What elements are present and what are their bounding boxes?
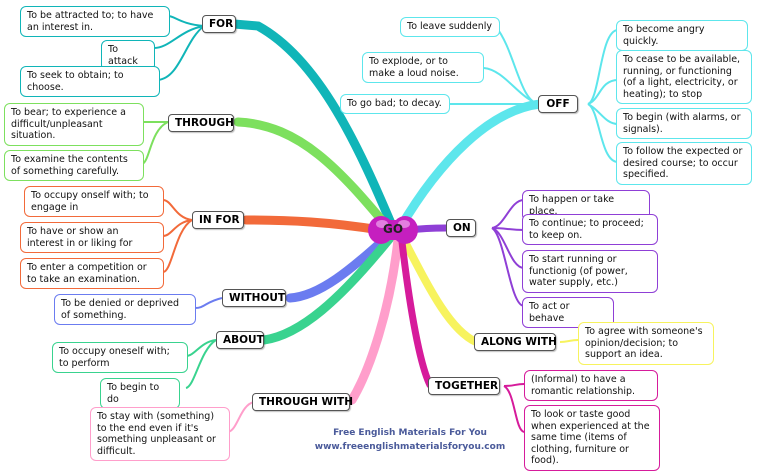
def-through-1: To bear; to experience a difficult/unple…	[4, 103, 144, 146]
def-in-for-1: To occupy onself with; to engage in	[24, 186, 164, 217]
kw-for: FOR	[202, 15, 236, 33]
def-about-1: To occupy oneself with; to perform	[52, 342, 188, 373]
kw-along-with: ALONG WITH	[474, 333, 557, 351]
def-together-1: (Informal) to have a romantic relationsh…	[524, 370, 658, 401]
def-about-2: To begin to do	[100, 378, 180, 409]
kw-through: THROUGH	[168, 114, 234, 132]
branch-without	[285, 231, 393, 303]
def-for-2: To attack	[101, 40, 155, 71]
def-in-for-3: To enter a competition or to take an exa…	[20, 258, 164, 289]
kw-on: ON	[446, 219, 476, 237]
branch-along-with	[400, 236, 480, 346]
kw-in-for: IN FOR	[192, 211, 244, 229]
branch-about	[259, 233, 395, 345]
def-in-for-2: To have or show an interest in or liking…	[20, 222, 164, 253]
branch-off	[395, 99, 545, 233]
def-off-1: To leave suddenly	[400, 17, 500, 37]
branch-for	[229, 19, 398, 233]
def-through-2: To examine the contents of something car…	[4, 150, 144, 181]
kw-together: TOGETHER	[428, 377, 500, 395]
branch-through	[233, 117, 395, 235]
def-along-with-1: To agree with someone's opinion/decision…	[578, 322, 714, 365]
def-off-2: To explode, or to make a loud noise.	[362, 52, 484, 83]
def-without-1: To be denied or deprived of something.	[54, 294, 196, 325]
center-label: GO	[382, 222, 404, 236]
def-off-3: To go bad; to decay.	[340, 94, 450, 114]
center-node: GO	[368, 214, 418, 246]
branch-together	[398, 238, 434, 389]
footer-url: www.freeenglishmaterialsforyou.com	[314, 442, 506, 452]
def-off-5: To cease to be available, running, or fu…	[616, 50, 752, 104]
def-on-2: To continue; to proceed; to keep on.	[522, 214, 658, 245]
center-blob	[368, 216, 418, 244]
footer-title: Free English Materials For You	[333, 428, 487, 438]
def-together-2: To look or taste good when experienced a…	[524, 405, 660, 471]
kw-without: WITHOUT	[222, 289, 286, 307]
def-through-with-1: To stay with (something) to the end even…	[90, 407, 230, 461]
def-on-3: To start running or functionig (of power…	[522, 250, 658, 293]
def-off-7: To follow the expected or desired course…	[616, 142, 752, 185]
def-for-1: To be attracted to; to have an interest …	[20, 6, 170, 37]
kw-about: ABOUT	[216, 331, 264, 349]
branch-in-for	[241, 215, 385, 235]
def-for-3: To seek to obtain; to choose.	[20, 66, 160, 97]
kw-off: OFF	[538, 95, 578, 113]
def-off-4: To become angry quickly.	[616, 20, 748, 51]
branch-through-with	[347, 235, 403, 405]
kw-through-with: THROUGH WITH	[252, 393, 353, 411]
def-off-6: To begin (with alarms, or signals).	[616, 108, 752, 139]
